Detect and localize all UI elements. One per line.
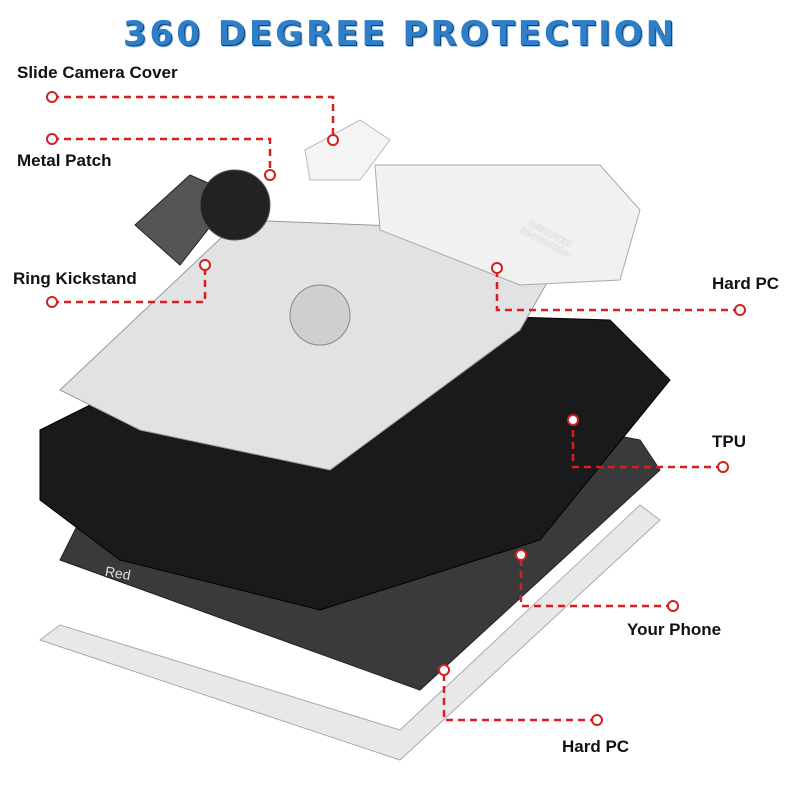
label-ring-kickstand: Ring Kickstand (13, 269, 137, 288)
camera-frame (374, 164, 641, 286)
hard-pc-frame (59, 219, 561, 471)
slide-camera-cover (304, 119, 391, 181)
callout-dots (46, 91, 746, 726)
label-metal-patch: Metal Patch (17, 151, 112, 170)
label-your-phone: Your Phone (627, 620, 722, 639)
metal-patch (199, 169, 271, 241)
label-hard-pc-top: Hard PC (712, 274, 780, 293)
label-hard-pc-bottom: Hard PC (562, 737, 630, 756)
ring-kickstand-on-case (289, 284, 351, 346)
page-title: 360 DEGREE PROTECTION (122, 14, 678, 54)
callout-lines (52, 95, 740, 722)
label-slide-camera-cover: Slide Camera Cover (17, 63, 178, 82)
label-tpu: TPU (712, 432, 746, 451)
bottom-hard-pc-frame (38, 504, 661, 761)
